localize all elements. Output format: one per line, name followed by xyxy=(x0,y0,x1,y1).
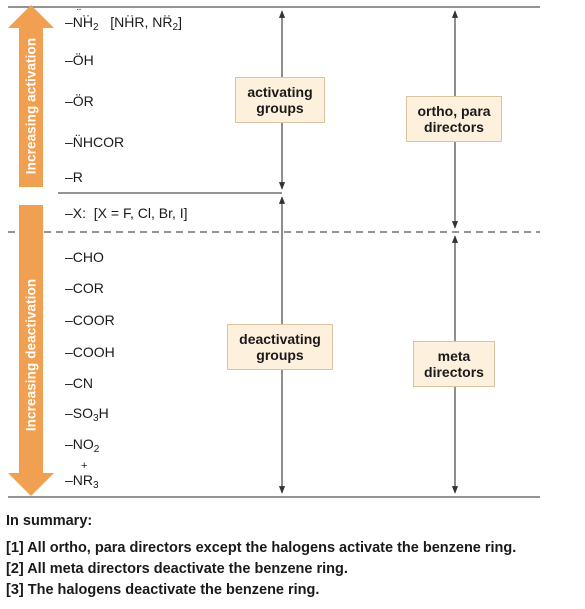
group-cooh: –COOH xyxy=(65,344,115,360)
summary-point-3: [3] The halogens deactivate the benzene … xyxy=(6,582,320,598)
group-nh2: –N¨H2 [NHR, NR2] xyxy=(65,6,182,33)
deactivation-arrow-shaft xyxy=(19,205,43,475)
deactivation-arrowhead xyxy=(8,473,54,496)
activation-arrow-shaft xyxy=(19,26,43,187)
group-r: –R xyxy=(65,169,83,185)
group-so3h: –SO3H xyxy=(65,405,109,424)
group-or: –ÖR xyxy=(65,93,94,109)
increasing-activation-label: Increasing activation xyxy=(23,37,39,175)
group-halogen: –X: [X = F, Cl, Br, I] xyxy=(65,205,188,221)
activation-arrowhead xyxy=(8,5,54,28)
nhr-lone-pair-dots: ·· xyxy=(126,8,134,22)
group-no2: –NO2 xyxy=(65,436,100,455)
group-oh: –ÖH xyxy=(65,52,94,68)
increasing-deactivation-label: Increasing deactivation xyxy=(23,278,39,432)
group-cor: –COR xyxy=(65,280,104,296)
summary-point-1: [1] All ortho, para directors except the… xyxy=(6,540,517,556)
group-cn: –CN xyxy=(65,375,94,391)
summary-point-2: [2] All meta directors deactivate the be… xyxy=(6,561,348,577)
group-coor: –COOR xyxy=(65,312,115,328)
group-nr3: –NR3 xyxy=(65,472,99,491)
nr2-lone-pair-dots: ·· xyxy=(163,8,171,22)
nr3-charge: + xyxy=(81,460,88,472)
group-cho: –CHO xyxy=(65,249,104,265)
nh2-lone-pair-dots: ·· xyxy=(82,8,90,22)
summary-heading: In summary: xyxy=(6,513,93,529)
group-nhcor: –N̈HCOR xyxy=(65,134,125,150)
